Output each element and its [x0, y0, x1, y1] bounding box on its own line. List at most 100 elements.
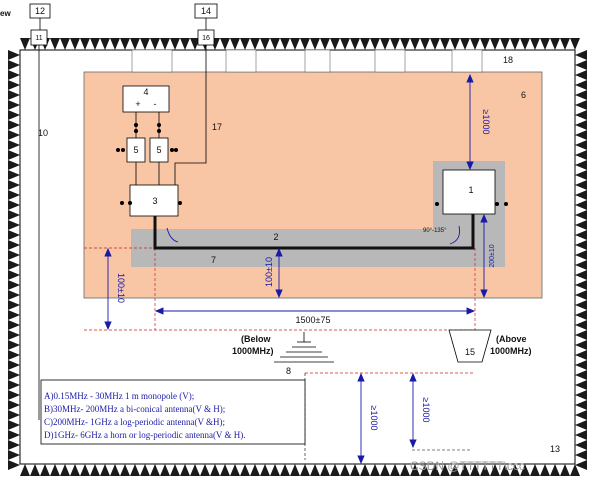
absorber-cone	[530, 464, 540, 476]
absorber-cone	[480, 464, 490, 476]
absorber-cone	[380, 464, 390, 476]
absorber-cone	[60, 38, 70, 50]
absorber-cone	[520, 38, 530, 50]
absorber-cone	[420, 38, 430, 50]
absorber-cone	[180, 464, 190, 476]
absorber-cone	[8, 330, 20, 340]
absorber-cone	[560, 38, 570, 50]
csdn-watermark: CSDN @TTTTTT\ccc	[410, 459, 525, 473]
absorber-cone	[8, 400, 20, 410]
absorber-cone	[110, 464, 120, 476]
absorber-cone	[100, 38, 110, 50]
absorber-cone	[575, 320, 587, 330]
dim-eut-back: ≥1000	[481, 110, 491, 135]
absorber-cone	[130, 38, 140, 50]
absorber-cone	[8, 210, 20, 220]
eut-box	[442, 169, 496, 215]
absorber-cone	[8, 120, 20, 130]
absorber-cone	[575, 310, 587, 320]
absorber-cone	[550, 38, 560, 50]
absorber-cone	[560, 464, 570, 476]
absorber-cone	[170, 464, 180, 476]
absorber-cone	[250, 464, 260, 476]
absorber-cone	[20, 38, 30, 50]
absorber-cone	[20, 464, 30, 476]
absorber-cone	[310, 38, 320, 50]
antenna-label: 15	[465, 347, 475, 357]
ground-ref-label: 8	[286, 366, 291, 376]
absorber-cone	[570, 464, 580, 476]
absorber-cone	[230, 38, 240, 50]
antenna-legend-lines: A)0.15MHz - 30MHz 1 m monopole (V);B)30M…	[44, 391, 246, 440]
absorber-cone	[575, 70, 587, 80]
absorber-cone	[575, 300, 587, 310]
absorber-cone	[170, 38, 180, 50]
absorber-cone	[310, 464, 320, 476]
dim-cable-length: 1500±75	[296, 315, 331, 325]
absorber-cone	[8, 410, 20, 420]
absorber-cone	[575, 110, 587, 120]
absorber-cone	[220, 38, 230, 50]
absorber-cone	[350, 464, 360, 476]
absorber-cone	[200, 464, 210, 476]
absorber-cone	[8, 250, 20, 260]
absorber-cone	[8, 140, 20, 150]
absorber-cone	[190, 464, 200, 476]
absorber-cone	[8, 50, 20, 60]
absorber-cone	[470, 38, 480, 50]
absorber-cone	[510, 464, 520, 476]
filter-b-label: 5	[156, 145, 161, 155]
absorber-cone	[575, 440, 587, 450]
absorber-cone	[570, 38, 580, 50]
eut-label: 1	[468, 185, 473, 195]
absorber-cone	[540, 464, 550, 476]
dim-floor-a: ≥1000	[369, 406, 379, 431]
absorber-cone	[110, 38, 120, 50]
absorber-cone	[575, 200, 587, 210]
absorber-cone	[575, 120, 587, 130]
absorber-cone	[8, 240, 20, 250]
absorber-cone	[440, 464, 450, 476]
absorber-cone	[80, 464, 90, 476]
absorber-cone	[400, 464, 410, 476]
absorber-cone	[575, 410, 587, 420]
absorber-cone	[320, 38, 330, 50]
absorber-cone	[430, 38, 440, 50]
absorber-cone	[575, 160, 587, 170]
absorber-cone	[150, 464, 160, 476]
chamber-outline	[19, 49, 576, 465]
dim-table-height: 100±10	[116, 273, 126, 303]
power-supply-label: 4	[143, 87, 148, 97]
filter-a	[126, 137, 146, 163]
absorber-cone	[8, 380, 20, 390]
absorber-cone	[575, 90, 587, 100]
absorber-cone	[8, 130, 20, 140]
chamber-label: 10	[38, 128, 48, 138]
table-label: 7	[211, 255, 216, 265]
absorber-cone	[130, 464, 140, 476]
dimension-lines	[104, 73, 488, 465]
power-supply-box	[122, 85, 170, 113]
absorber-cone	[230, 464, 240, 476]
absorber-cone	[450, 464, 460, 476]
absorber-cone	[490, 38, 500, 50]
absorber-cone	[260, 38, 270, 50]
absorber-cone	[440, 38, 450, 50]
legend-line: D)1GHz- 6GHz a horn or log-periodic ante…	[44, 430, 246, 440]
filter-terminals	[116, 123, 178, 152]
absorber-cone	[190, 38, 200, 50]
absorber-cone	[390, 38, 400, 50]
absorber-cone	[300, 38, 310, 50]
absorber-top-label: 18	[503, 55, 513, 65]
absorber-cone	[8, 430, 20, 440]
absorber-cone	[8, 110, 20, 120]
absorber-cone	[8, 230, 20, 240]
ground-plane-slots	[131, 49, 483, 73]
absorber-cone	[8, 60, 20, 70]
absorber-cone	[575, 190, 587, 200]
absorber-cone	[8, 280, 20, 290]
absorber-cone	[80, 38, 90, 50]
absorber-cone	[120, 464, 130, 476]
